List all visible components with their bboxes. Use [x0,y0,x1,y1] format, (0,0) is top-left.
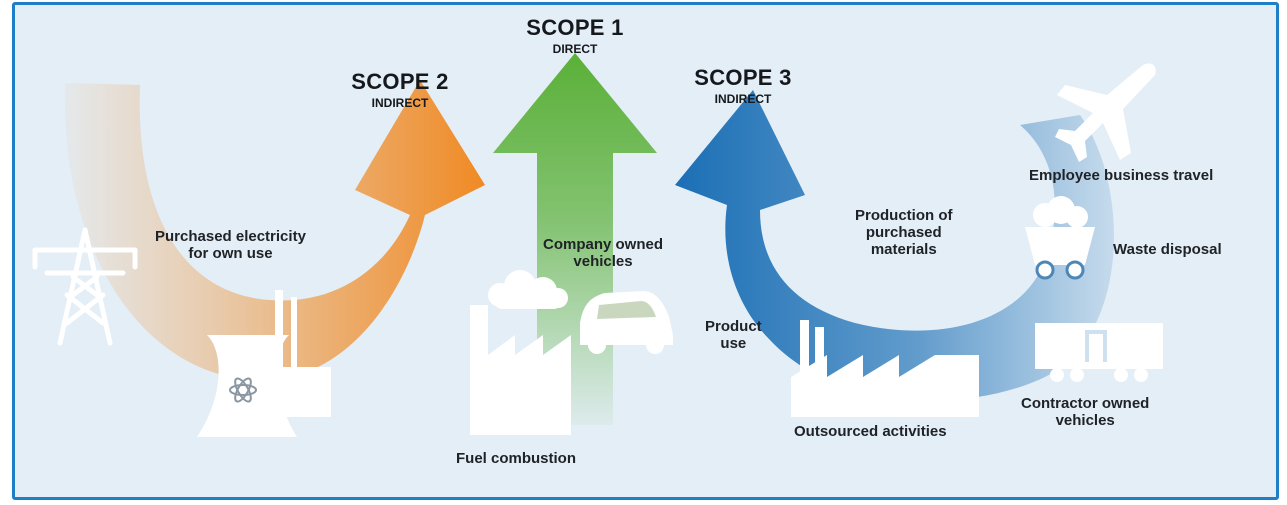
airplane-icon [1055,63,1156,162]
fuel-combustion-label: Fuel combustion [456,450,576,467]
scope-3-arrow [675,90,1114,401]
freight-wagon-icon [1035,323,1163,382]
waste-disposal-label: Waste disposal [1113,241,1222,258]
scope-3-title: SCOPE 3 [694,65,792,90]
nuclear-plant-icon [197,290,331,437]
production-materials-label: Production of purchased materials [855,207,953,258]
power-pylon-icon [32,227,138,346]
scope-2-title: SCOPE 2 [351,69,449,94]
cloud-icon [488,270,568,309]
employee-travel-label: Employee business travel [1029,167,1214,184]
factory-icon [470,305,571,435]
product-use-label: Product use [705,318,762,352]
scope-3-subtitle: INDIRECT [714,92,772,106]
company-vehicles-label: Company owned vehicles [543,236,664,270]
scope-1-arrow [493,53,657,425]
scope-2-arrow [64,80,485,381]
diagram-artwork [32,53,1163,437]
outsourced-activities-label: Outsourced activities [794,423,947,440]
purchased-electricity-label: Purchased electricity for own use [155,228,306,262]
car-icon [580,291,673,354]
scope-diagram: SCOPE 1 DIRECT SCOPE 2 INDIRECT SCOPE 3 … [12,2,1279,500]
scope-2-subtitle: INDIRECT [371,96,429,110]
contractor-vehicles-label: Contractor owned vehicles [1021,395,1150,429]
waste-cart-icon [1025,196,1095,280]
scope-1-subtitle: DIRECT [552,42,598,56]
scope-1-title: SCOPE 1 [526,15,624,40]
outsourced-factory-icon [791,320,979,417]
